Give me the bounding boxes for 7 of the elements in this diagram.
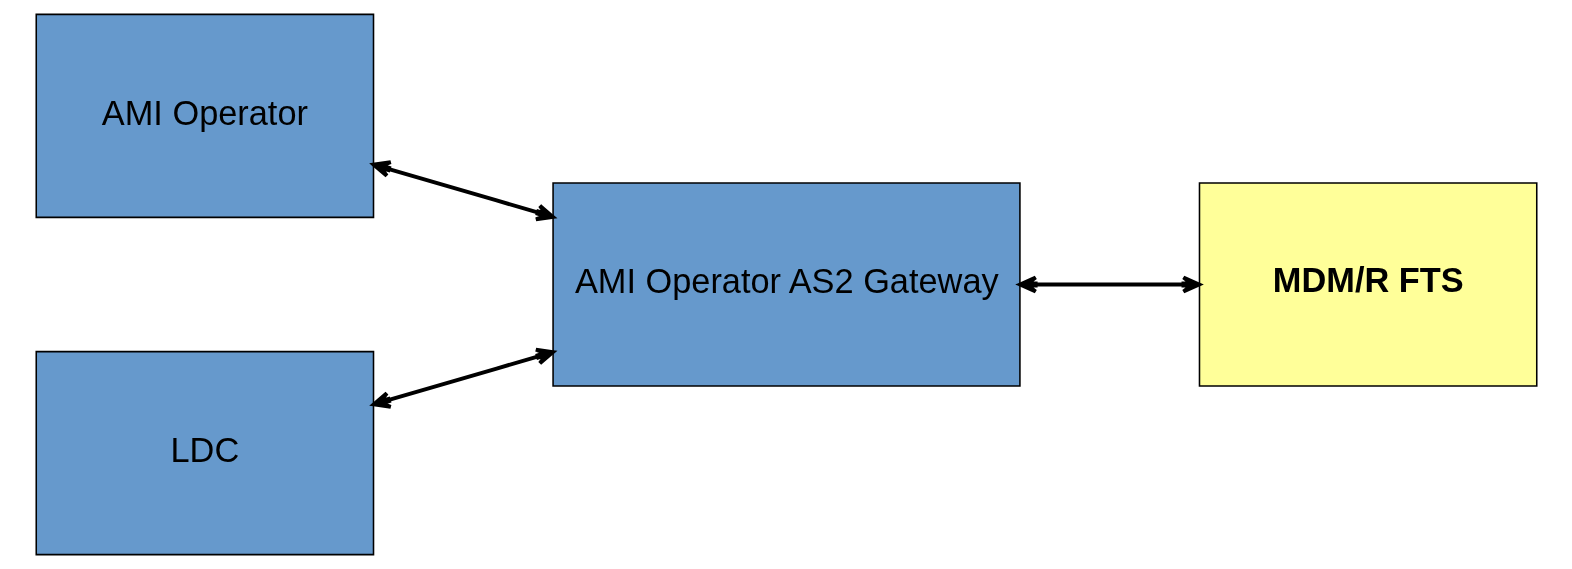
node-box: MDM/R FTS (1198, 182, 1538, 387)
arrow (1017, 275, 1201, 294)
arrow (371, 347, 555, 409)
node-box: LDC (34, 350, 374, 556)
node-box: AMI Operator AS2 Gateway (551, 182, 1021, 387)
arrow (371, 160, 555, 222)
node-box: AMI Operator (34, 13, 374, 219)
